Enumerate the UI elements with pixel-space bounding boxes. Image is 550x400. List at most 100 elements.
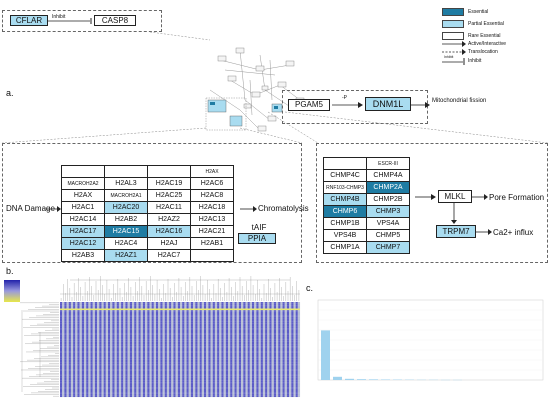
taif-node[interactable]: tAIF (242, 222, 276, 233)
histone-cell-h2ab3[interactable]: H2AB3 (61, 249, 105, 262)
escrt-cell-chmp7[interactable]: CHMP7 (366, 241, 410, 254)
fission-label: Mitochondrial fission (432, 98, 487, 104)
histone-cell-h2ac13[interactable]: H2AC13 (190, 213, 234, 226)
histone-cell-h2ac7[interactable]: H2AC7 (147, 249, 191, 262)
escrt-cell-rnf103-chmp3[interactable]: RNF103-CHMP3 (323, 181, 367, 194)
heatmap-col-dendrogram (60, 276, 300, 301)
trpm7-node[interactable]: TRPM7 (436, 225, 476, 238)
dna-damage-label: DNA Damage (6, 204, 55, 213)
escrt-cell-empty (323, 157, 367, 170)
escrt-cell-chmp1b[interactable]: CHMP1B (323, 217, 367, 230)
histone-cell-h2ac16[interactable]: H2AC16 (147, 225, 191, 238)
histone-row: H2AX (61, 165, 234, 178)
chart-bar (321, 330, 330, 380)
legend-inhibit: Inhibit (468, 58, 482, 64)
histone-cell-h2ax[interactable]: H2AX (61, 189, 105, 202)
legend-translocation-arrow (442, 49, 466, 55)
histone-cell-h2ac6[interactable]: H2AC6 (190, 177, 234, 190)
escrt-cell-chmp2b[interactable]: CHMP2B (366, 193, 410, 206)
legend-translocation: Translocation (468, 49, 498, 55)
mlkl-node[interactable]: MLKL (438, 190, 472, 203)
histone-cell-h2ac1[interactable]: H2AC1 (61, 201, 105, 214)
histone-cell-h2ac12[interactable]: H2AC12 (61, 237, 105, 250)
histone-cell-h2ac18[interactable]: H2AC18 (190, 201, 234, 214)
escrt-cell-chmp4a[interactable]: CHMP4A (366, 169, 410, 182)
legend-rare-swatch (442, 32, 464, 40)
escrt-cell-vps4a[interactable]: VPS4A (366, 217, 410, 230)
escrt-cell-chmp4b[interactable]: CHMP4B (323, 193, 367, 206)
chromatolysis-arrow (240, 206, 257, 212)
chromatolysis-label: Chromatolysis (258, 204, 309, 213)
histone-cell-h2ac15[interactable]: H2AC15 (104, 225, 148, 238)
legend-active-arrow (442, 41, 466, 47)
chart-bar (369, 379, 378, 380)
escrt-group (316, 143, 548, 263)
histone-cell-h2ac11[interactable]: H2AC11 (147, 201, 191, 214)
pathway-overview-thumbnail (205, 47, 305, 132)
histone-cell-h2ax[interactable]: H2AX (190, 165, 234, 178)
heatmap-cells (60, 302, 301, 398)
escrt-cell-escr-iii[interactable]: ESCR-III (366, 157, 410, 170)
escrt-cell-vps4b[interactable]: VPS4B (323, 229, 367, 242)
escrt-row: ESCR-III (323, 157, 410, 170)
histone-cell-empty (190, 249, 234, 262)
histone-cell-h2az2[interactable]: H2AZ2 (147, 213, 191, 226)
histone-cell-h2ac4[interactable]: H2AC4 (104, 237, 148, 250)
legend-essential-swatch (442, 8, 464, 16)
histone-cell-macroh2a2[interactable]: MACROH2A2 (61, 177, 105, 190)
mito-group (282, 90, 428, 124)
chart-bar (345, 378, 354, 380)
dna-damage-arrow (46, 206, 61, 212)
histone-group (2, 143, 302, 263)
histone-cell-h2al3[interactable]: H2AL3 (104, 177, 148, 190)
histone-cell-h2ac25[interactable]: H2AC25 (147, 189, 191, 202)
zoom-guides (1, 111, 549, 144)
histone-cell-h2aj[interactable]: H2AJ (147, 237, 191, 250)
escrt-cell-chmp3[interactable]: CHMP3 (366, 205, 410, 218)
escrt-cell-chmp6[interactable]: CHMP6 (323, 205, 367, 218)
escrt-cell-chmp5[interactable]: CHMP5 (366, 229, 410, 242)
histone-cell-h2ab2[interactable]: H2AB2 (104, 213, 148, 226)
histone-cell-macroh2a1[interactable]: MACROH2A1 (104, 189, 148, 202)
histone-cell-empty (61, 165, 105, 178)
histone-cell-h2ac20[interactable]: H2AC20 (104, 201, 148, 214)
histone-cell-h2ac21[interactable]: H2AC21 (190, 225, 234, 238)
pore-arrow (472, 194, 488, 200)
panel-label-c: c. (306, 283, 314, 293)
escrt-cell-chmp4c[interactable]: CHMP4C (323, 169, 367, 182)
legend-inhibit-small: Inhibit (444, 55, 454, 59)
histone-cell-h2ac14[interactable]: H2AC14 (61, 213, 105, 226)
heatmap-colorscale (4, 280, 20, 302)
casp8-node[interactable]: CASP8 (94, 15, 136, 26)
histone-cell-h2az1[interactable]: H2AZ1 (104, 249, 148, 262)
histone-cell-empty (147, 165, 191, 178)
histone-cell-h2ab1[interactable]: H2AB1 (190, 237, 234, 250)
cflar-node[interactable]: CFLAR (10, 15, 48, 26)
histone-cell-h2ac17[interactable]: H2AC17 (61, 225, 105, 238)
histone-cell-empty (104, 165, 148, 178)
heatmap-row-dendrogram (20, 302, 59, 397)
escrt-cell-chmp1a[interactable]: CHMP1A (323, 241, 367, 254)
inhibit-edge (48, 18, 92, 24)
cflar-group (2, 10, 162, 32)
legend-rare: Rare Essential (468, 33, 501, 39)
histone-cell-h2ac19[interactable]: H2AC19 (147, 177, 191, 190)
chart-bar (357, 379, 366, 380)
ca-arrow (476, 229, 492, 235)
dnm1l-node[interactable]: DNM1L (365, 97, 411, 111)
ppia-node[interactable]: PPIA (238, 233, 276, 244)
panel-label-a: a. (6, 88, 14, 98)
legend-active: Active/Interactive (468, 41, 507, 47)
histone-cell-h2ac8[interactable]: H2AC8 (190, 189, 234, 202)
pgam5-node[interactable]: PGAM5 (288, 99, 330, 111)
escrt-cell-chmp2a[interactable]: CHMP2A (366, 181, 410, 194)
